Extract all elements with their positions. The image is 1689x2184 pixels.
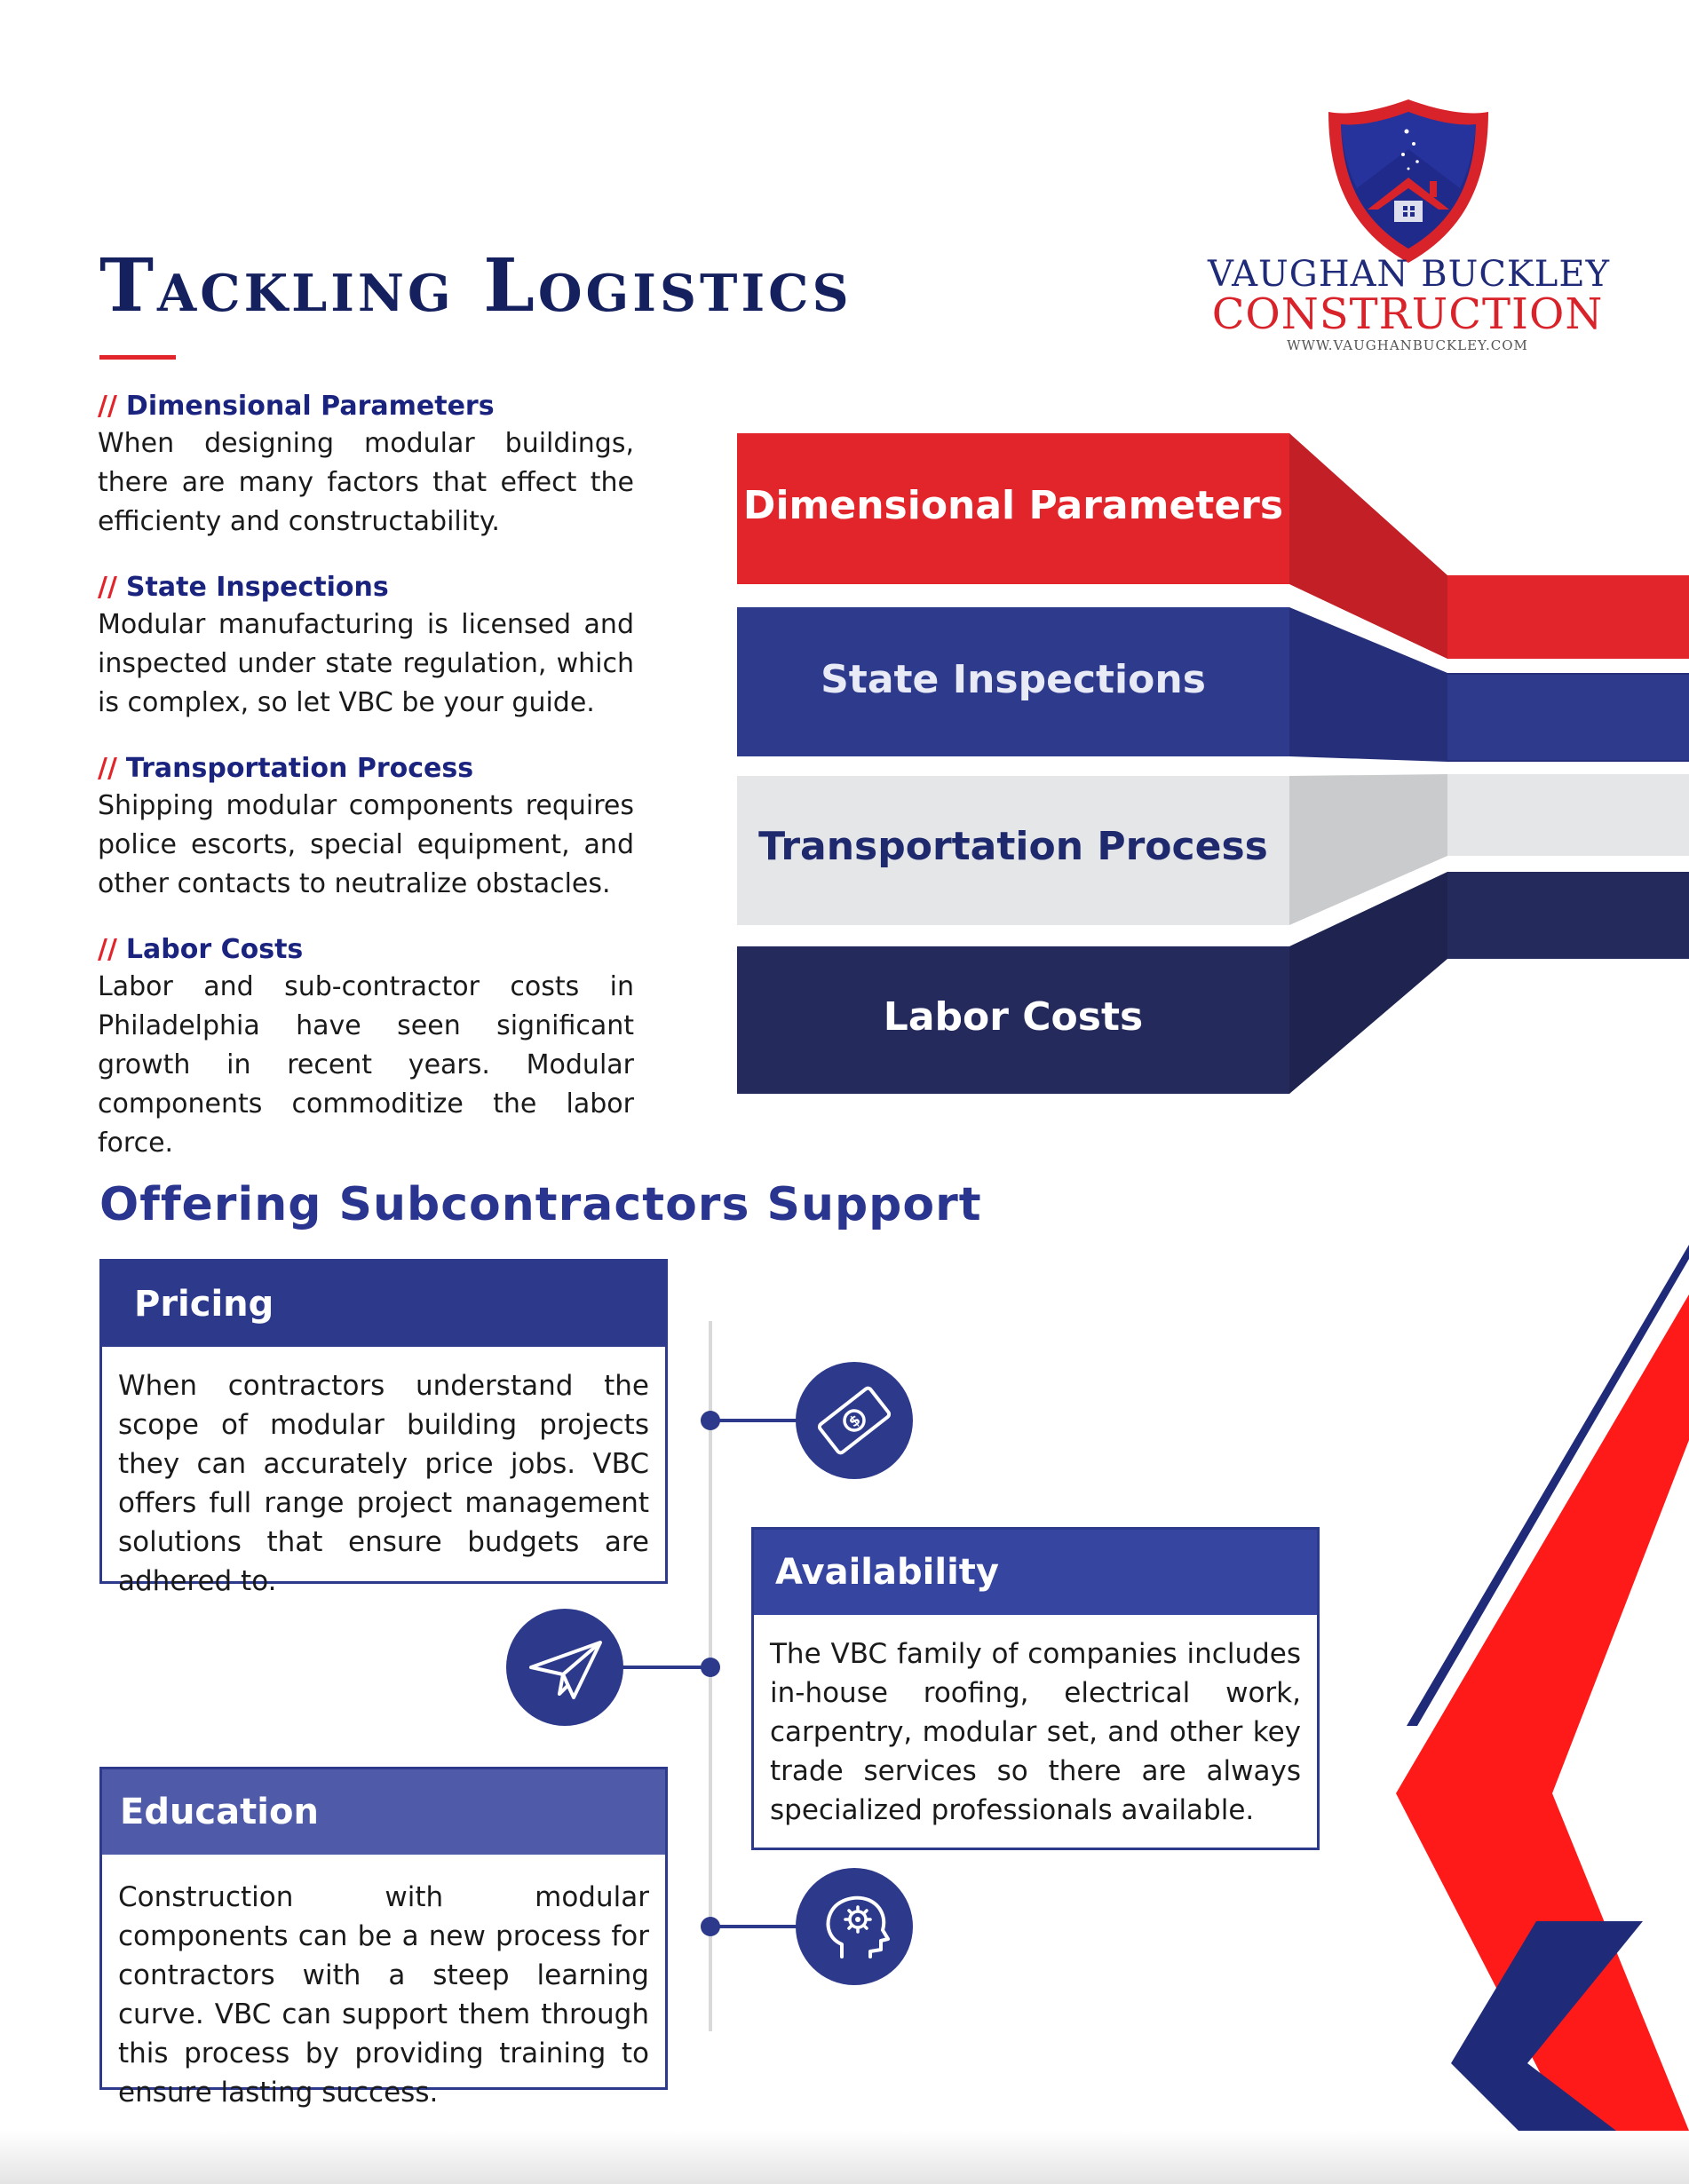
card-body: Construction with modular components can… [118,1881,649,2109]
ribbon-label-labor-costs: Labor Costs [883,994,1144,1040]
ribbon-label-dimensional: Dimensional Parameters [742,483,1284,528]
ribbon-graphic [737,433,1689,1094]
card-body: The VBC family of companies includes in-… [770,1638,1301,1826]
heading-marker: // [98,934,117,965]
logistics-body: When designing modular buildings, there … [98,428,634,537]
logo-wordmark-bottom: CONSTRUCTION [1211,289,1604,339]
logo-wordmark-top: VAUGHAN BUCKLEY [1208,254,1610,295]
heading-marker: // [98,753,117,784]
logistics-heading: //State Inspections [98,572,389,603]
timeline-connector [622,1666,710,1669]
logistics-item-labor-costs: //Labor Costs Labor and sub-contractor c… [98,932,634,1163]
logistics-item-dimensional: //Dimensional Parameters When designing … [98,389,634,542]
card-body: When contractors understand the scope of… [118,1370,649,1597]
logo-website: WWW.VAUGHANBUCKLEY.COM [1287,337,1528,353]
ribbon-block-grey [737,776,1289,925]
logistics-heading: //Dimensional Parameters [98,391,495,422]
logistics-item-state-inspections: //State Inspections Modular manufacturin… [98,570,634,723]
card-heading: Education [102,1769,665,1855]
ribbon-label-state-inspections: State Inspections [821,657,1206,702]
title-underline [99,355,176,360]
timeline-connector [710,1419,799,1422]
ribbon-tail-navy-flat [1447,872,1689,959]
ribbon-tail-red-flat [1447,575,1689,659]
card-pricing: Pricing When contractors understand the … [99,1259,668,1597]
logistics-body: Shipping modular components requires pol… [98,790,634,899]
card-availability: Availability The VBC family of companies… [751,1527,1320,1850]
ribbon-tail-grey-flat [1447,774,1689,856]
page-title: Tackling Logistics [99,243,852,328]
paper-plane-icon [506,1609,623,1726]
card-education: Education Construction with modular comp… [99,1767,668,2109]
heading-marker: // [98,572,117,603]
logistics-item-transportation: //Transportation Process Shipping modula… [98,751,634,904]
ribbon-block-blue [737,607,1289,756]
timeline-connector [710,1925,799,1928]
logistics-body: Modular manufacturing is licensed and in… [98,609,634,718]
timeline-dot [701,1658,720,1677]
logistics-body: Labor and sub-contractor costs in Philad… [98,971,634,1159]
page-bottom-shadow [0,2131,1689,2184]
ribbon-block-navy [737,946,1289,1094]
shield-logo-icon [1328,99,1488,263]
logistics-ribbon: Dimensional Parameters State Inspections… [737,433,1689,1101]
logistics-heading: //Transportation Process [98,753,474,784]
company-logo: VAUGHAN BUCKLEY CONSTRUCTION WWW.VAUGHAN… [1208,96,1610,362]
ribbon-block-red [737,433,1289,584]
heading-marker: // [98,391,117,422]
section-title-support: Offering Subcontractors Support [99,1178,982,1231]
logistics-heading: //Labor Costs [98,934,304,965]
card-heading: Availability [754,1530,1317,1615]
ribbon-label-transportation: Transportation Process [758,824,1268,869]
card-heading: Pricing [102,1262,665,1347]
decorative-chevron-graphic [1396,1245,1689,2131]
head-gear-icon [796,1868,913,1985]
ribbon-tail-blue-flat [1447,675,1689,760]
money-icon: $ [796,1362,913,1479]
